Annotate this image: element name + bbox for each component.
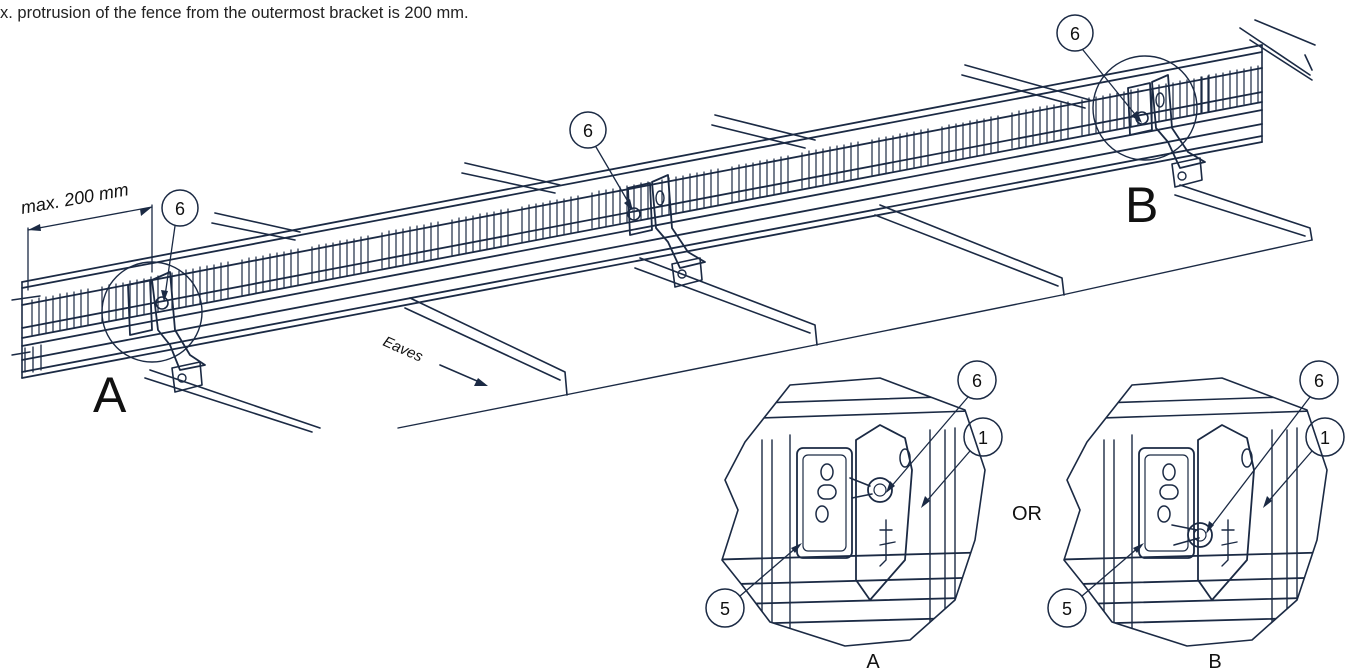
callout-5-detail-a-label: 5 (720, 599, 730, 619)
roof-rails-front (144, 184, 1313, 433)
callout-6-left-label: 6 (175, 199, 185, 219)
view-label-b-detail: B (1208, 651, 1221, 672)
view-label-b-main: B (1125, 177, 1158, 233)
callout-1-detail-a-label: 1 (978, 428, 988, 448)
callout-6-middle: 6 (569, 111, 633, 211)
callout-6-middle-label: 6 (583, 121, 593, 141)
callout-6-detail-a-label: 6 (972, 371, 982, 391)
bracket-middle (627, 174, 706, 288)
view-label-a-main: A (93, 367, 127, 423)
view-label-a-detail: A (866, 651, 880, 672)
callout-6-right-label: 6 (1070, 24, 1080, 44)
bracket-left (127, 271, 206, 393)
or-label: OR (1012, 503, 1042, 525)
eaves-indicator: Eaves (380, 333, 488, 386)
detail-view-a: 6 1 5 A (705, 360, 1003, 672)
eaves-label: Eaves (380, 333, 425, 366)
callout-1-detail-b-label: 1 (1320, 428, 1330, 448)
bracket-right (1127, 74, 1206, 188)
caption-text: x. protrusion of the fence from the oute… (0, 4, 469, 22)
detail-view-b: 6 1 5 B (1047, 360, 1345, 672)
dimension-max-200mm: max. 200 mm (19, 179, 153, 291)
callout-6-left: 6 (161, 189, 199, 302)
snow-fence (11, 44, 1263, 379)
detail-circle-b (1092, 55, 1198, 161)
callout-6-detail-b-label: 6 (1314, 371, 1324, 391)
callout-5-detail-b-label: 5 (1062, 599, 1072, 619)
dimension-label: max. 200 mm (19, 179, 130, 218)
callout-6-right: 6 (1056, 14, 1142, 123)
